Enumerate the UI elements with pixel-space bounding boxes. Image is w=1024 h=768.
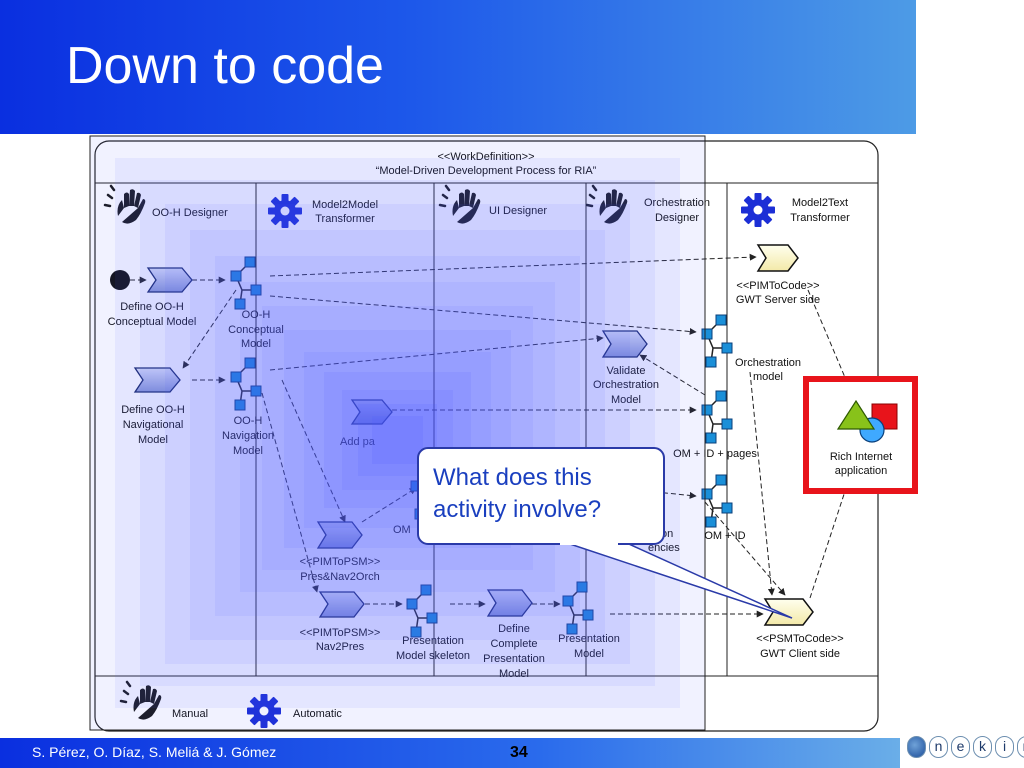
label-orchestration-1: Orchestration <box>735 357 801 369</box>
label-ria-2: application <box>835 465 888 477</box>
label-define-conceptual-1: Define OO-H <box>120 301 184 313</box>
work-definition-stereotype: <<WorkDefinition>> <box>437 151 534 163</box>
label-validate-1: Validate <box>607 365 646 377</box>
green-triangle-shape <box>836 399 876 430</box>
title-bar: Down to code <box>0 0 916 134</box>
label-ria-1: Rich Internet <box>830 451 892 463</box>
activity-add-pages <box>350 399 393 425</box>
label-orchestration-2: model <box>753 371 783 383</box>
logo-letter: o <box>907 736 926 758</box>
callout-text: What does this activity involve? <box>433 464 602 523</box>
label-navigation-1: OO-H <box>234 415 263 427</box>
logo-letter: e <box>951 736 970 758</box>
label-conceptual-1: OO-H <box>242 309 271 321</box>
label-conceptual-2: Conceptual <box>228 324 284 336</box>
logo-letter: n <box>929 736 948 758</box>
label-pim-to-psm-orch-1: <<PIMToPSM>> <box>300 556 381 568</box>
label-psm-to-code-2: GWT Client side <box>760 648 840 660</box>
lane-ui-designer: UI Designer <box>489 205 547 217</box>
label-dependencies-partial-2: encies <box>648 542 680 554</box>
work-definition-name: “Model-Driven Development Process for RI… <box>376 165 597 177</box>
label-om-id-pages: OM + ID + pages <box>673 448 757 460</box>
label-define-nav-2: Navigational <box>123 419 184 431</box>
label-pim-to-psm-pres-2: Nav2Pres <box>316 641 365 653</box>
label-define-pres-1: Define <box>498 623 530 635</box>
label-validate-3: Model <box>611 394 641 406</box>
lane-oo-h-designer: OO-H Designer <box>152 207 228 219</box>
logo-letter: n <box>1017 736 1024 758</box>
footer-bar <box>0 738 900 768</box>
label-define-nav-3: Model <box>138 434 168 446</box>
slide-title: Down to code <box>66 37 384 95</box>
gear-icon <box>741 193 775 227</box>
lane-model2model-line2: Transformer <box>315 213 375 225</box>
label-define-conceptual-2: Conceptual Model <box>108 316 197 328</box>
activity-pim-to-code <box>756 244 799 272</box>
initial-node <box>110 270 130 290</box>
label-pim-to-psm-pres-1: <<PIMToPSM>> <box>300 627 381 639</box>
activity-pim-to-psm-pres <box>318 591 365 618</box>
label-define-pres-3: Presentation <box>483 653 545 665</box>
label-navigation-2: Navigation <box>222 430 274 442</box>
activity-validate-orchestration <box>601 330 648 358</box>
rich-internet-application-box <box>803 376 918 494</box>
label-define-pres-2: Complete <box>490 638 537 650</box>
logo-letter: k <box>973 736 992 758</box>
label-define-nav-1: Define OO-H <box>121 404 185 416</box>
label-presentation-1: Presentation <box>558 633 620 645</box>
label-psm-to-code-1: <<PSMToCode>> <box>756 633 843 645</box>
logo-letter: i <box>995 736 1014 758</box>
label-pim-to-psm-orch-2: Pres&Nav2Orch <box>300 571 379 583</box>
legend-manual: Manual <box>172 708 208 720</box>
label-navigation-3: Model <box>233 445 263 457</box>
label-presentation-2: Model <box>574 648 604 660</box>
label-om-partial: OM <box>393 524 411 536</box>
label-add-pages-partial: Add pa <box>340 436 376 448</box>
label-define-pres-4: Model <box>499 668 529 680</box>
zoom-overlay <box>89 135 706 731</box>
label-validate-2: Orchestration <box>593 379 659 391</box>
footer-authors: S. Pérez, O. Díaz, S. Meliá & J. Gómez <box>32 744 277 760</box>
onekin-logo: o n e k i n <box>907 728 1024 768</box>
lane-model2text-line1: Model2Text <box>792 197 848 209</box>
page-number: 34 <box>510 744 528 761</box>
activity-define-presentation <box>486 589 533 617</box>
callout-bubble <box>417 447 793 619</box>
lane-orchestration-line1: Orchestration <box>644 197 710 209</box>
lane-model2text-line2: Transformer <box>790 212 850 224</box>
activity-define-navigational <box>133 367 181 393</box>
label-skeleton-2: Model skeleton <box>396 650 470 662</box>
lane-orchestration-line2: Designer <box>655 212 699 224</box>
label-pim-to-code-1: <<PIMToCode>> <box>736 280 819 292</box>
label-skeleton-1: Presentation <box>402 635 464 647</box>
legend-automatic: Automatic <box>293 708 342 720</box>
activity-pim-to-psm-orch <box>316 521 363 549</box>
activity-define-conceptual <box>146 267 193 293</box>
label-conceptual-3: Model <box>241 338 271 350</box>
label-om-id: OM + ID <box>704 530 745 542</box>
lane-model2model-line1: Model2Model <box>312 199 378 211</box>
label-pim-to-code-2: GWT Server side <box>736 294 820 306</box>
